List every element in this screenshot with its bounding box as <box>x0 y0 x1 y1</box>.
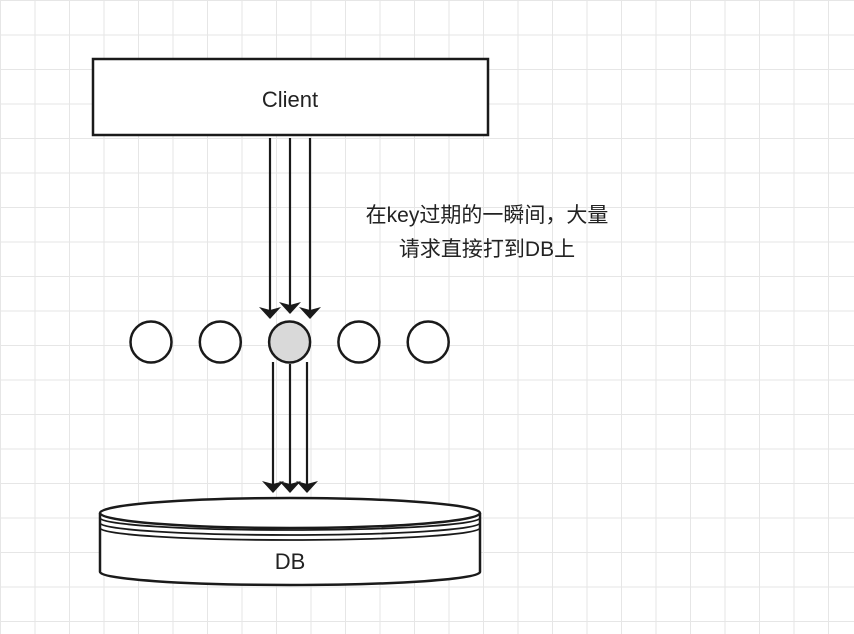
requests-to-db <box>262 362 318 493</box>
client-node: Client <box>91 57 490 137</box>
annotation: 在key过期的一瞬间，大量 请求直接打到DB上 <box>366 204 609 261</box>
annotation-line-2: 请求直接打到DB上 <box>399 238 575 261</box>
db-body <box>98 513 482 587</box>
db-ring <box>99 517 481 531</box>
key-circle <box>337 320 381 364</box>
key-slots <box>129 320 450 364</box>
db-node: DB <box>98 496 482 587</box>
annotation-line-1: 在key过期的一瞬间，大量 <box>366 204 609 227</box>
key-circle <box>406 320 450 364</box>
requests-to-key <box>259 138 321 319</box>
key-circle <box>129 320 173 364</box>
expired-key-circle <box>267 320 312 364</box>
db-label: DB <box>275 549 306 574</box>
db-top <box>98 496 482 530</box>
client-box <box>91 57 490 137</box>
key-circle <box>198 320 243 364</box>
db-ring <box>99 522 481 536</box>
db-ring <box>99 527 481 541</box>
client-label: Client <box>262 87 318 112</box>
